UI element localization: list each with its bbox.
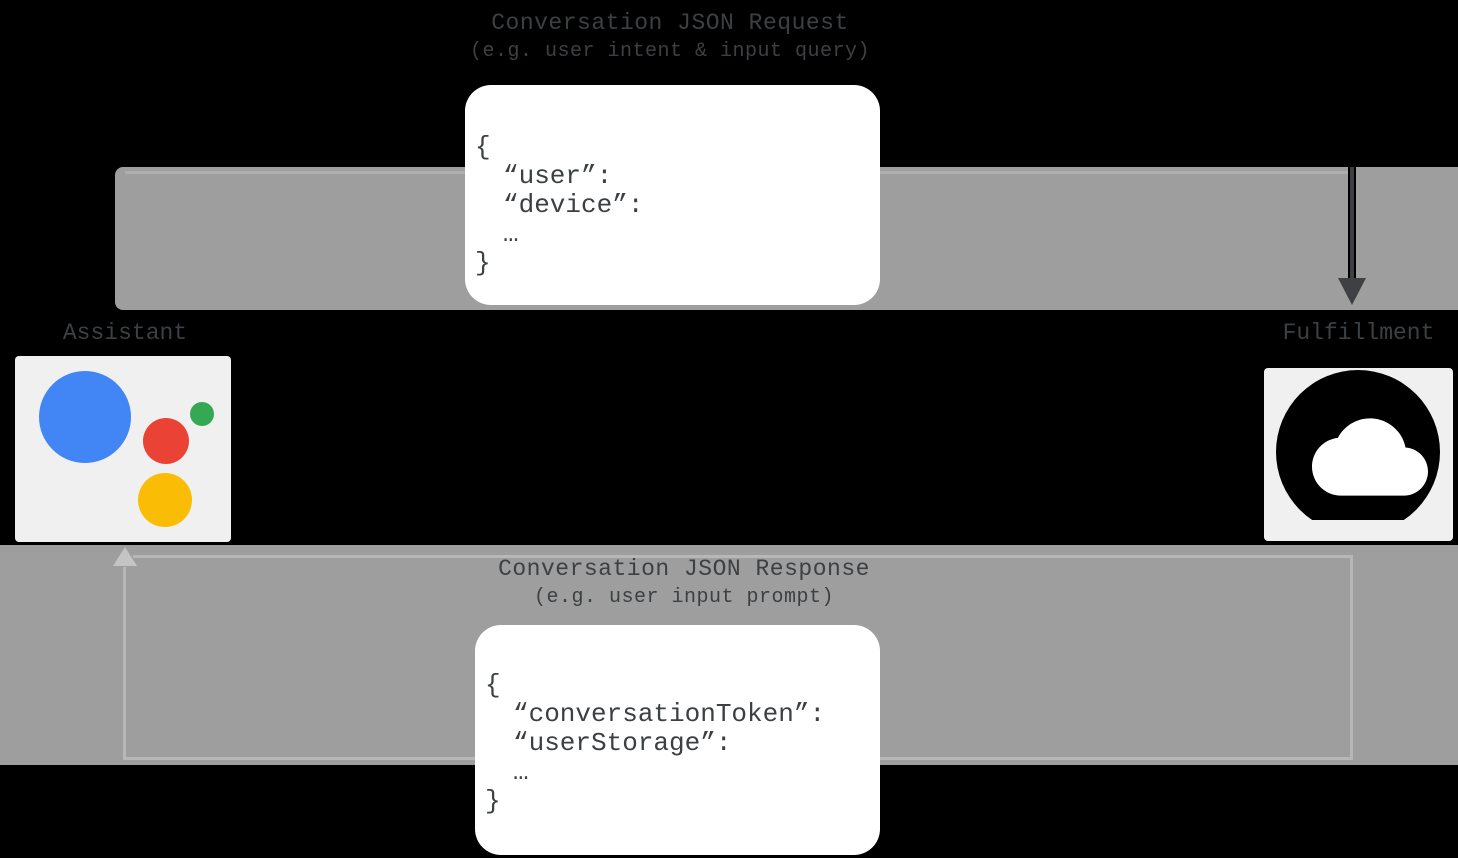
response-arrow-line-left <box>123 567 126 760</box>
response-title: Conversation JSON Response <box>498 556 870 582</box>
assistant-panel <box>15 356 231 542</box>
json-open-brace: { <box>475 132 491 162</box>
google-cloud-icon <box>1276 370 1440 520</box>
assistant-green-circle <box>190 402 214 426</box>
assistant-label: Assistant <box>62 320 188 346</box>
assistant-red-circle <box>143 418 189 464</box>
cloud-glyph-icon <box>1312 418 1428 496</box>
request-subtitle: (e.g. user intent & input query) <box>469 40 871 63</box>
response-arrow-line-top <box>133 555 1352 558</box>
response-json-box: { “conversationToken”: “userStorage”: … … <box>475 625 880 855</box>
json-close-brace: } <box>475 248 491 278</box>
json-key-user: “user”: <box>503 161 613 191</box>
response-arrowhead-up-icon <box>113 547 137 566</box>
request-label: Conversation JSON Request (e.g. user int… <box>350 8 990 65</box>
response-label: Conversation JSON Response (e.g. user in… <box>364 554 1004 611</box>
fulfillment-panel <box>1264 368 1453 541</box>
response-arrow-line-right <box>1350 555 1353 760</box>
json-key-device: “device”: <box>503 190 644 220</box>
json-ellipsis: … <box>503 219 521 249</box>
fulfillment-label: Fulfillment <box>1282 320 1435 346</box>
request-arrowhead-down-icon <box>1338 278 1366 305</box>
request-title: Conversation JSON Request <box>491 10 849 36</box>
request-json-box: { “user”: “device”: … } <box>465 85 880 305</box>
json-ellipsis: … <box>513 757 531 787</box>
response-subtitle: (e.g. user input prompt) <box>533 586 835 609</box>
json-key-user-storage: “userStorage”: <box>513 728 732 758</box>
json-close-brace: } <box>485 786 501 816</box>
json-key-conversation-token: “conversationToken”: <box>513 699 826 729</box>
json-open-brace: { <box>485 670 501 700</box>
request-arrow-shaft <box>1350 167 1354 278</box>
assistant-blue-circle <box>39 371 131 463</box>
assistant-yellow-circle <box>138 473 192 527</box>
